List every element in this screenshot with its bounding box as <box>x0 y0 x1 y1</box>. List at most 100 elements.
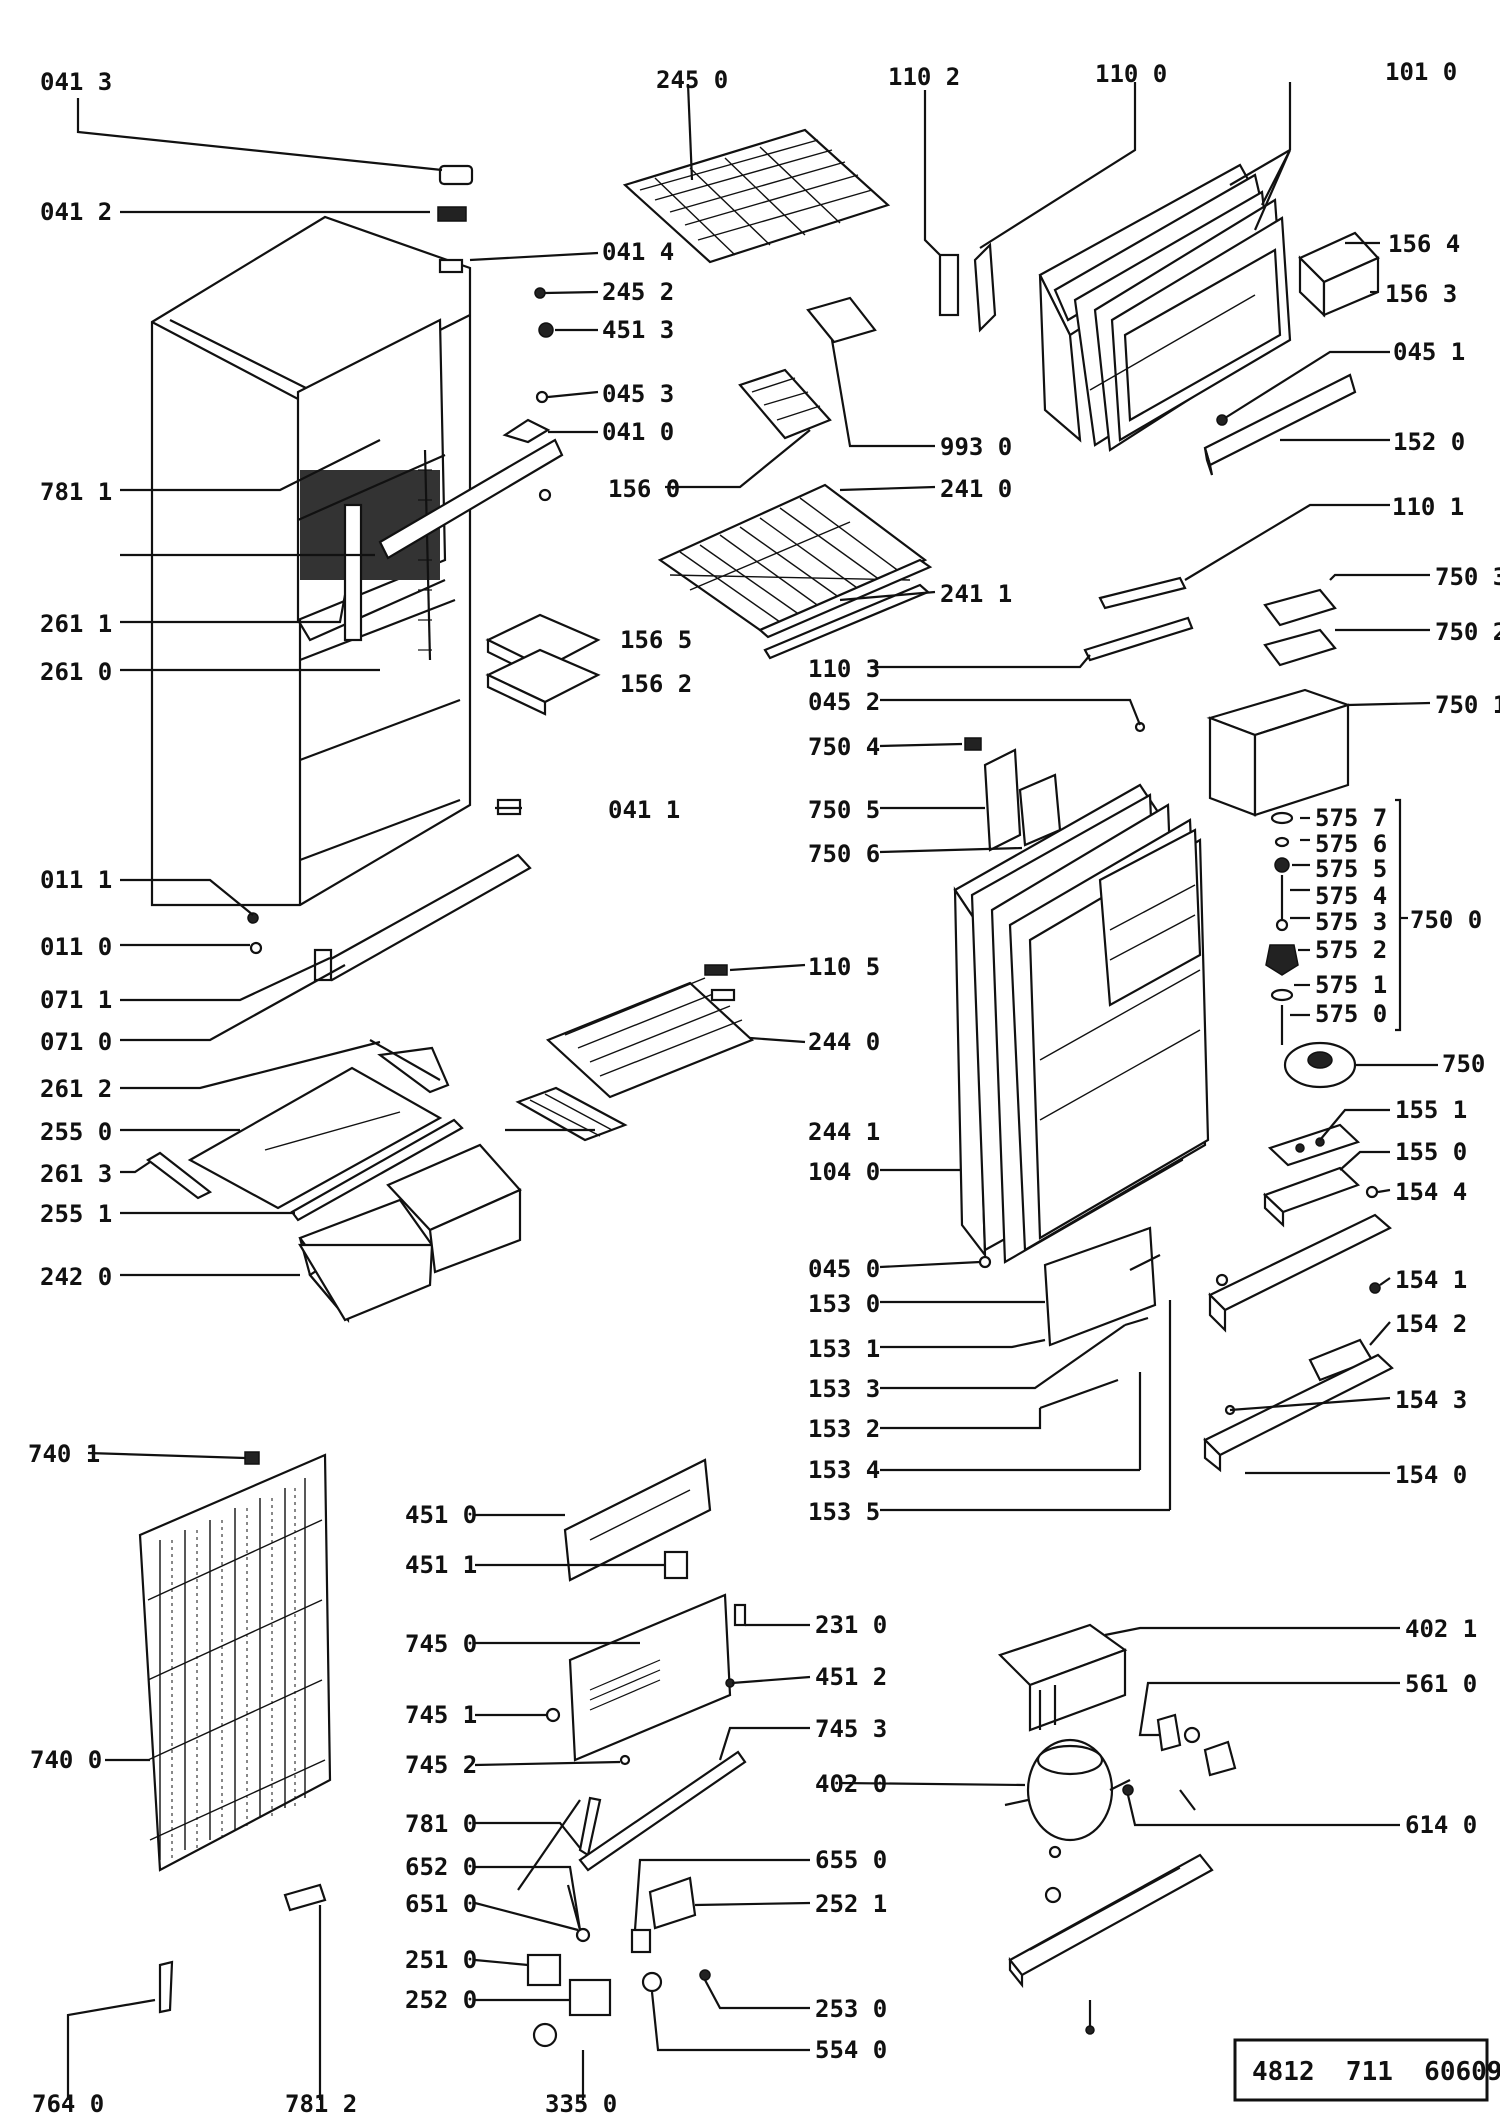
part-2510-shape <box>526 1953 562 1987</box>
label-554-0: 554 0 <box>815 2036 887 2064</box>
label-110-5: 110 5 <box>808 953 880 981</box>
label-071-0: 071 0 <box>40 1028 112 1056</box>
label-011-1: 011 1 <box>40 866 112 894</box>
label-764-0: 764 0 <box>32 2090 104 2118</box>
part-2450-shape <box>622 128 891 264</box>
label-045-3: 045 3 <box>602 380 674 408</box>
label-241-0: 241 0 <box>940 475 1012 503</box>
condenser-7400 <box>138 1453 332 1872</box>
part-1541-shape <box>1208 1213 1392 1312</box>
label-110-1: 110 1 <box>1392 493 1464 521</box>
label-451-1: 451 1 <box>405 1551 477 1579</box>
part-labels: 041 3 245 0 110 2 110 0 101 0 041 2 041 … <box>28 58 1500 2118</box>
part-7452-shape <box>619 1754 631 1766</box>
label-575-3: 575 3 <box>1315 908 1387 936</box>
part-4510-shape <box>563 1458 712 1582</box>
label-156-5: 156 5 <box>620 626 692 654</box>
part-7505-shape <box>983 748 1022 852</box>
label-575-5: 575 5 <box>1315 855 1387 883</box>
label-071-1: 071 1 <box>40 986 112 1014</box>
label-750-5: 750 5 <box>808 796 880 824</box>
label-041-3: 041 3 <box>40 68 112 96</box>
label-110-2: 110 2 <box>888 63 960 91</box>
label-740-1: 740 1 <box>28 1440 100 1468</box>
label-156-3: 156 3 <box>1385 280 1457 308</box>
part-7502-shape <box>1263 628 1337 667</box>
label-153-4: 153 4 <box>808 1456 880 1484</box>
label-152-0: 152 0 <box>1393 428 1465 456</box>
part-0414-shape <box>438 258 464 274</box>
part-1101-shape <box>1098 576 1187 610</box>
part-6510-shape <box>575 1927 591 1943</box>
part-2441-shape <box>515 1086 628 1142</box>
label-253-0: 253 0 <box>815 1995 887 2023</box>
part-2420-shape <box>298 1143 522 1324</box>
part-0453-shape <box>535 390 549 404</box>
label-153-3: 153 3 <box>808 1375 880 1403</box>
label-261-1: 261 1 <box>40 610 112 638</box>
label-104-0: 104 0 <box>808 1158 880 1186</box>
compressor-4020 <box>997 1623 1131 1842</box>
part-5540-shape <box>641 1971 663 1993</box>
label-153-5: 153 5 <box>808 1498 880 1526</box>
label-242-0: 242 0 <box>40 1263 112 1291</box>
valve-stack-5750 <box>1265 811 1357 1089</box>
label-156-2: 156 2 <box>620 670 692 698</box>
label-781-0: 781 0 <box>405 1810 477 1838</box>
label-154-3: 154 3 <box>1395 1386 1467 1414</box>
part-7506-shape <box>1018 773 1062 847</box>
door-box-inner <box>1098 828 1202 1007</box>
label-335-0: 335 0 <box>545 2090 617 2118</box>
label-251-0: 251 0 <box>405 1946 477 1974</box>
part-2310-shape <box>733 1603 747 1627</box>
part-7810-shape <box>578 1796 602 1857</box>
part-6140-shape <box>1122 1784 1134 1796</box>
label-101-0: 101 0 <box>1385 58 1457 86</box>
label-153-0: 153 0 <box>808 1290 880 1318</box>
label-750-6: 750 6 <box>808 840 880 868</box>
label-110-0: 110 0 <box>1095 60 1167 88</box>
part-3350-shape <box>532 2022 558 2048</box>
label-575-2: 575 2 <box>1315 936 1387 964</box>
label-261-2: 261 2 <box>40 1075 112 1103</box>
part-2612-shape <box>377 1046 450 1094</box>
part-1551-shape <box>1267 1123 1361 1167</box>
label-154-2: 154 2 <box>1395 1310 1467 1338</box>
label-255-0: 255 0 <box>40 1118 112 1146</box>
label-451-0: 451 0 <box>405 1501 477 1529</box>
label-561-0: 561 0 <box>1405 1670 1477 1698</box>
label-045-2: 045 2 <box>808 688 880 716</box>
label-652-0: 652 0 <box>405 1853 477 1881</box>
label-244-0: 244 0 <box>808 1028 880 1056</box>
part-1560-shape <box>738 368 832 440</box>
label-575-7: 575 7 <box>1315 804 1387 832</box>
label-156-0: 156 0 <box>608 475 680 503</box>
reference-number-box: 4812 711 60609 <box>1233 2038 1500 2102</box>
part-7453-shape <box>578 1750 747 1872</box>
part-2521-shape <box>648 1876 697 1930</box>
label-575-1: 575 1 <box>1315 971 1387 999</box>
screw-shape <box>538 488 552 502</box>
label-575-4: 575 4 <box>1315 882 1387 910</box>
part-7640-shape <box>158 1960 174 2014</box>
label-781-2: 781 2 <box>285 2090 357 2118</box>
label-402-0: 402 0 <box>815 1770 887 1798</box>
label-154-1: 154 1 <box>1395 1266 1467 1294</box>
label-750-2: 750 2 <box>1435 618 1500 646</box>
part-1530-shape <box>1043 1226 1157 1347</box>
part-7450-shape <box>568 1593 732 1762</box>
label-781-1: 781 1 <box>40 478 112 506</box>
part-0450-shape <box>978 1255 992 1269</box>
label-750-1: 750 1 <box>1435 691 1500 719</box>
label-041-0: 041 0 <box>602 418 674 446</box>
part-1544-shape <box>1365 1185 1379 1199</box>
label-245-0: 245 0 <box>656 66 728 94</box>
label-041-4: 041 4 <box>602 238 674 266</box>
part-7503-shape <box>1263 588 1337 627</box>
label-154-0: 154 0 <box>1395 1461 1467 1489</box>
part-2613-shape <box>146 1151 213 1200</box>
label-651-0: 651 0 <box>405 1890 477 1918</box>
part-4511-shape <box>663 1550 689 1580</box>
label-252-0: 252 0 <box>405 1986 477 2014</box>
